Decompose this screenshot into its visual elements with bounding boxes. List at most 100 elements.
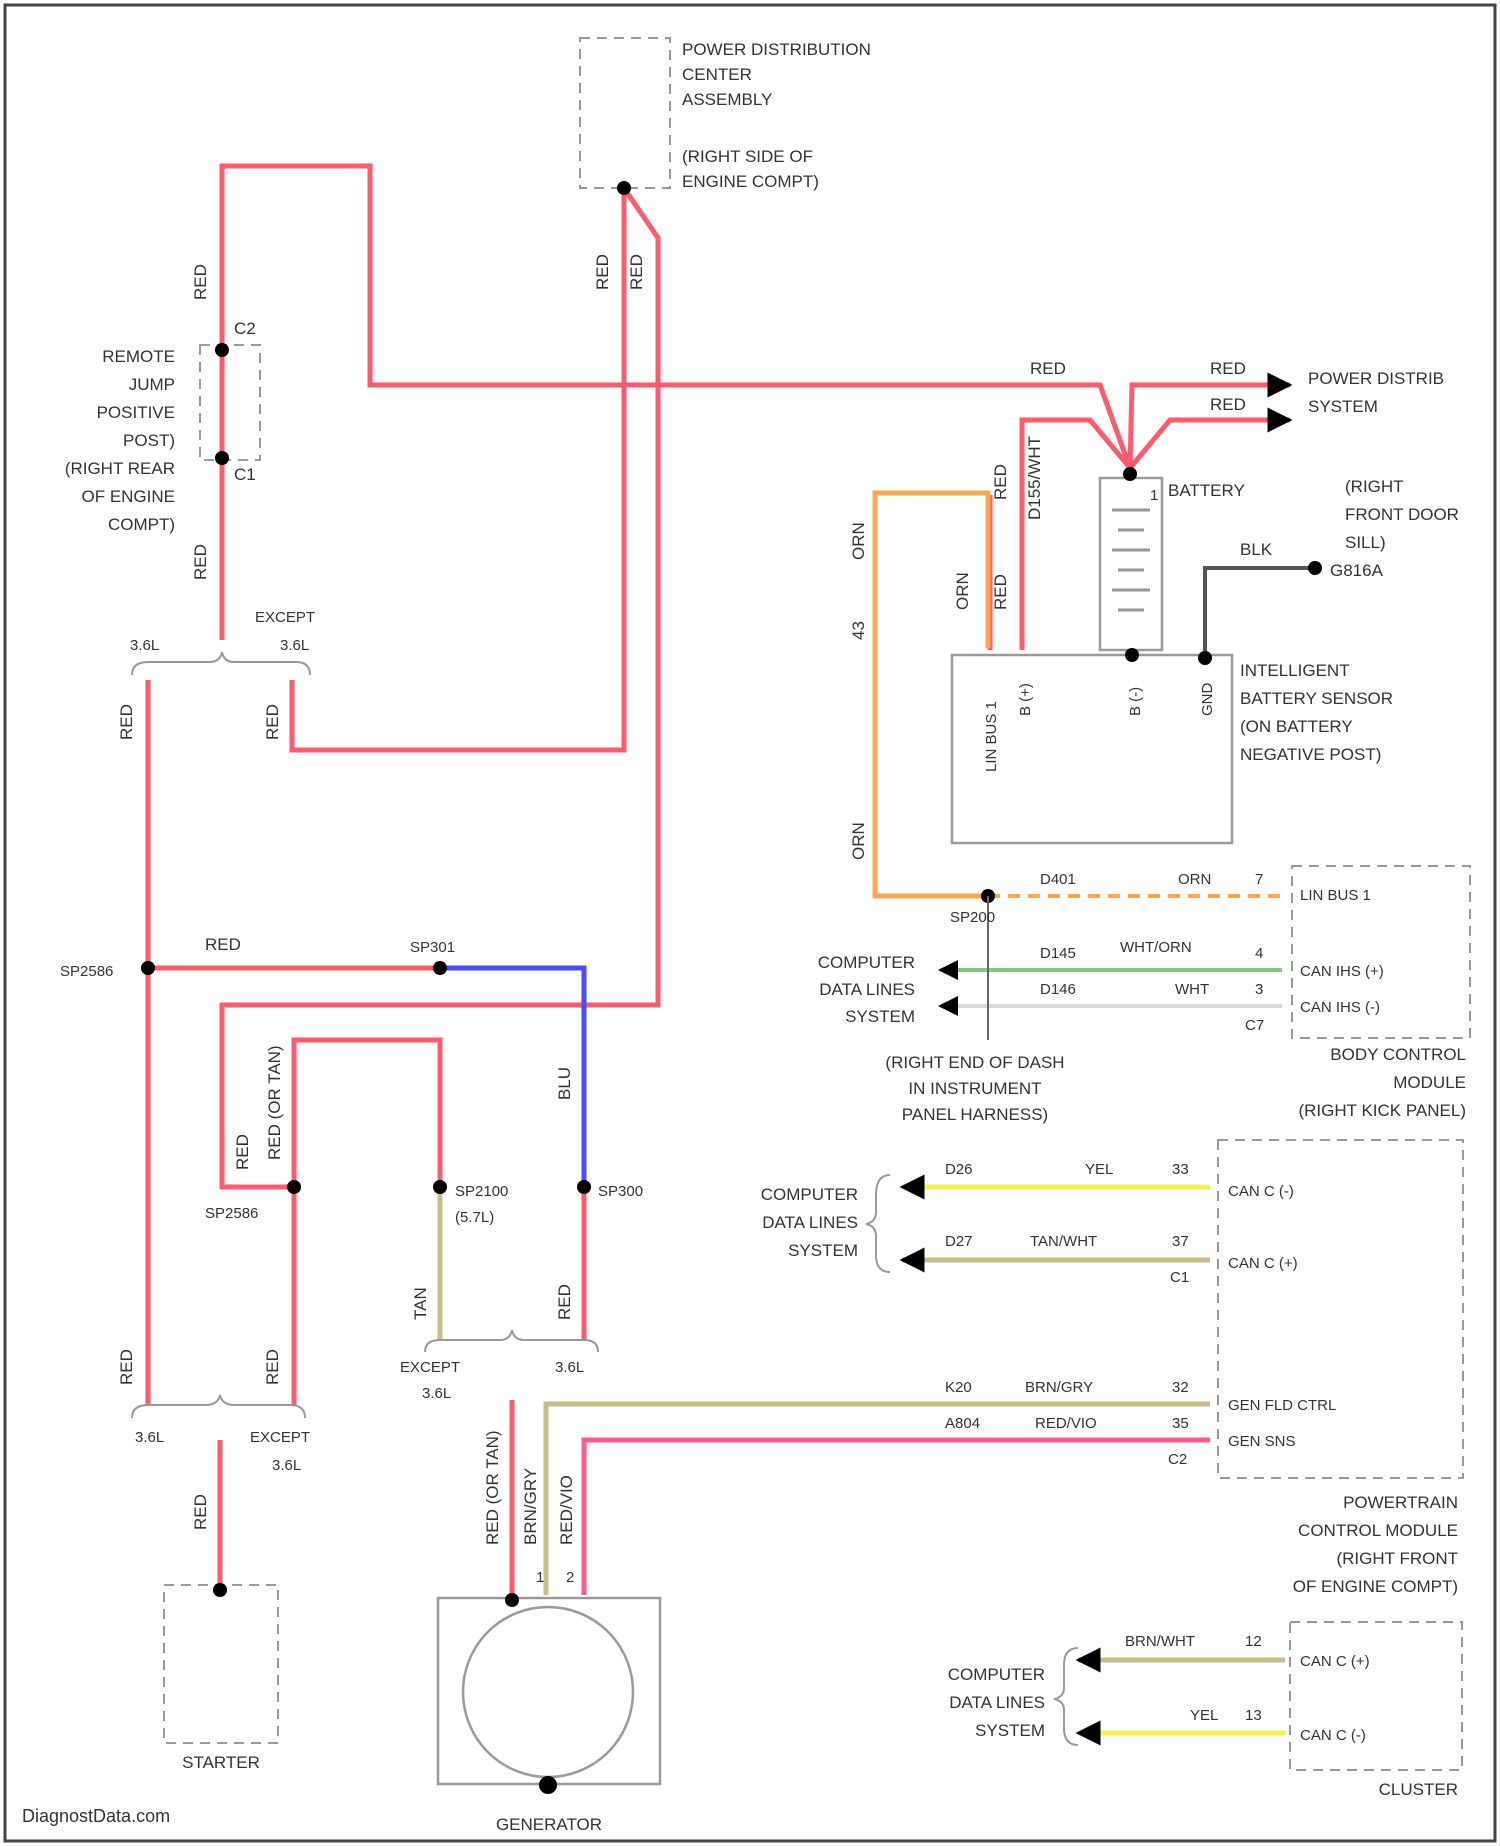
- label-red-9: RED: [1210, 395, 1246, 414]
- pcm-connector-c1: C1: [1170, 1269, 1189, 1286]
- cluster-pin-can-c-plus: CAN C (+): [1300, 1653, 1370, 1670]
- sp301-dot: [433, 961, 447, 975]
- label-red-6: RED: [627, 254, 646, 290]
- cluster-pin-12: 12: [1245, 1633, 1262, 1650]
- color-wht: WHT: [1175, 981, 1209, 998]
- svg-text:FRONT DOOR: FRONT DOOR: [1345, 505, 1459, 524]
- svg-text:REMOTE: REMOTE: [102, 347, 175, 366]
- color-wht-orn: WHT/ORN: [1120, 939, 1192, 956]
- svg-text:(ON BATTERY: (ON BATTERY: [1240, 717, 1353, 736]
- ibs-pin-gnd: GND: [1199, 683, 1216, 717]
- battery-label: BATTERY: [1168, 481, 1245, 500]
- svg-text:COMPUTER: COMPUTER: [818, 953, 915, 972]
- svg-text:(RIGHT SIDE OF: (RIGHT SIDE OF: [682, 147, 813, 166]
- label-red-11: RED: [233, 1134, 252, 1170]
- wire-red-power-distrib-2: [1130, 420, 1290, 468]
- svg-text:COMPT): COMPT): [108, 515, 175, 534]
- brace-cluster-cdl: [1054, 1648, 1078, 1745]
- pcm-pin-33: 33: [1172, 1161, 1189, 1178]
- color-orn-d401: ORN: [1178, 871, 1211, 888]
- pcm-pin-32: 32: [1172, 1379, 1189, 1396]
- wire-red-main-battery: [222, 166, 1130, 468]
- svg-text:SYSTEM: SYSTEM: [845, 1007, 915, 1026]
- ibs-gnd-dot: [1198, 651, 1212, 665]
- svg-text:OF ENGINE: OF ENGINE: [81, 487, 175, 506]
- bcm-pin-4: 4: [1255, 945, 1263, 962]
- svg-text:COMPUTER: COMPUTER: [761, 1185, 858, 1204]
- bcm-label: BODY CONTROL MODULE (RIGHT KICK PANEL): [1298, 1045, 1466, 1120]
- generator-box: [438, 1598, 660, 1784]
- color-yel-d26: YEL: [1085, 1161, 1113, 1178]
- bcm-pin-3: 3: [1255, 981, 1263, 998]
- starter-label: STARTER: [182, 1753, 260, 1772]
- ibs-bminus-dot: [1125, 648, 1139, 662]
- splice-sp2586-mid: SP2586: [205, 1205, 258, 1222]
- wire-orn-lin-bus: [875, 493, 988, 896]
- opt-except36-top: 3.6L: [280, 637, 309, 654]
- bcm-pin-can-ihs-minus: CAN IHS (-): [1300, 999, 1380, 1016]
- ibs-pin-bminus: B (-): [1127, 687, 1144, 716]
- sp2100-dot: [433, 1180, 447, 1194]
- pcm-pin-gen-sns: GEN SNS: [1228, 1433, 1296, 1450]
- label-blu-1: BLU: [555, 1067, 574, 1100]
- brace-pcm-cdl: [866, 1175, 890, 1272]
- generator-circle: [463, 1607, 633, 1777]
- label-tan-1: TAN: [411, 1287, 430, 1320]
- cluster-pin-13: 13: [1245, 1707, 1262, 1724]
- label-red-4: RED: [263, 704, 282, 740]
- label-red-3: RED: [117, 704, 136, 740]
- ibs-pin-lin-bus: LIN BUS 1: [983, 701, 1000, 772]
- svg-text:JUMP: JUMP: [129, 375, 175, 394]
- label-red-13: RED: [263, 1349, 282, 1385]
- generator-label: GENERATOR: [496, 1815, 602, 1834]
- splice-sp2100: SP2100: [455, 1183, 508, 1200]
- label-red-17: RED: [991, 574, 1010, 610]
- svg-text:NEGATIVE POST): NEGATIVE POST): [1240, 745, 1381, 764]
- label-blk-1: BLK: [1240, 540, 1273, 559]
- circuit-d401: D401: [1040, 871, 1076, 888]
- label-red-1: RED: [191, 264, 210, 300]
- splice-sp2100-note: (5.7L): [455, 1209, 494, 1226]
- opt-36l-top: 3.6L: [130, 637, 159, 654]
- cluster-box: [1290, 1622, 1462, 1770]
- svg-text:(RIGHT FRONT: (RIGHT FRONT: [1336, 1549, 1458, 1568]
- starter-dot: [213, 1583, 227, 1597]
- sp2586-mid-dot: [287, 1180, 301, 1194]
- svg-text:BATTERY SENSOR: BATTERY SENSOR: [1240, 689, 1393, 708]
- cluster-pin-can-c-minus: CAN C (-): [1300, 1727, 1366, 1744]
- cluster-label: CLUSTER: [1379, 1780, 1458, 1799]
- label-red-or-tan-1: RED (OR TAN): [265, 1045, 284, 1160]
- sp300-dot: [577, 1180, 591, 1194]
- opt-except36-bottom: 3.6L: [272, 1457, 301, 1474]
- remote-jump-label: REMOTE JUMP POSITIVE POST) (RIGHT REAR O…: [65, 347, 175, 534]
- label-orn-3: ORN: [953, 572, 972, 610]
- color-yel-cluster: YEL: [1190, 1707, 1218, 1724]
- opt-except-bottom: EXCEPT: [250, 1429, 310, 1446]
- color-brn-wht: BRN/WHT: [1125, 1633, 1195, 1650]
- svg-text:SILL): SILL): [1345, 533, 1386, 552]
- svg-text:POWER DISTRIBUTION: POWER DISTRIBUTION: [682, 40, 871, 59]
- pdc-box: [580, 38, 670, 188]
- label-orn-2: ORN: [849, 822, 868, 860]
- pdc-dot: [617, 181, 631, 195]
- opt-except36-gen: 3.6L: [422, 1385, 451, 1402]
- pdc-label: POWER DISTRIBUTION CENTER ASSEMBLY (RIGH…: [682, 40, 871, 191]
- splice-sp300: SP300: [598, 1183, 643, 1200]
- svg-text:CENTER: CENTER: [682, 65, 752, 84]
- label-red-16: RED: [991, 464, 1010, 500]
- circuit-d145: D145: [1040, 945, 1076, 962]
- ground-location-label: (RIGHT FRONT DOOR SILL): [1345, 477, 1459, 552]
- pcm-pin-37: 37: [1172, 1233, 1189, 1250]
- pcm-pin-35: 35: [1172, 1415, 1189, 1432]
- starter-box: [164, 1585, 278, 1743]
- color-brn-gry: BRN/GRY: [1025, 1379, 1093, 1396]
- battery-post-dot: [1123, 467, 1137, 481]
- pcm-pin-gen-fld-ctrl: GEN FLD CTRL: [1228, 1397, 1336, 1414]
- battery-pin-1: 1: [1150, 487, 1158, 504]
- wire-red-pdc-feed: [222, 188, 658, 1187]
- power-distrib-system-label: POWER DISTRIB SYSTEM: [1308, 369, 1444, 416]
- label-orn-1: ORN: [849, 522, 868, 560]
- brace-top-options: [132, 652, 310, 675]
- pcm-connector-c2: C2: [1168, 1451, 1187, 1468]
